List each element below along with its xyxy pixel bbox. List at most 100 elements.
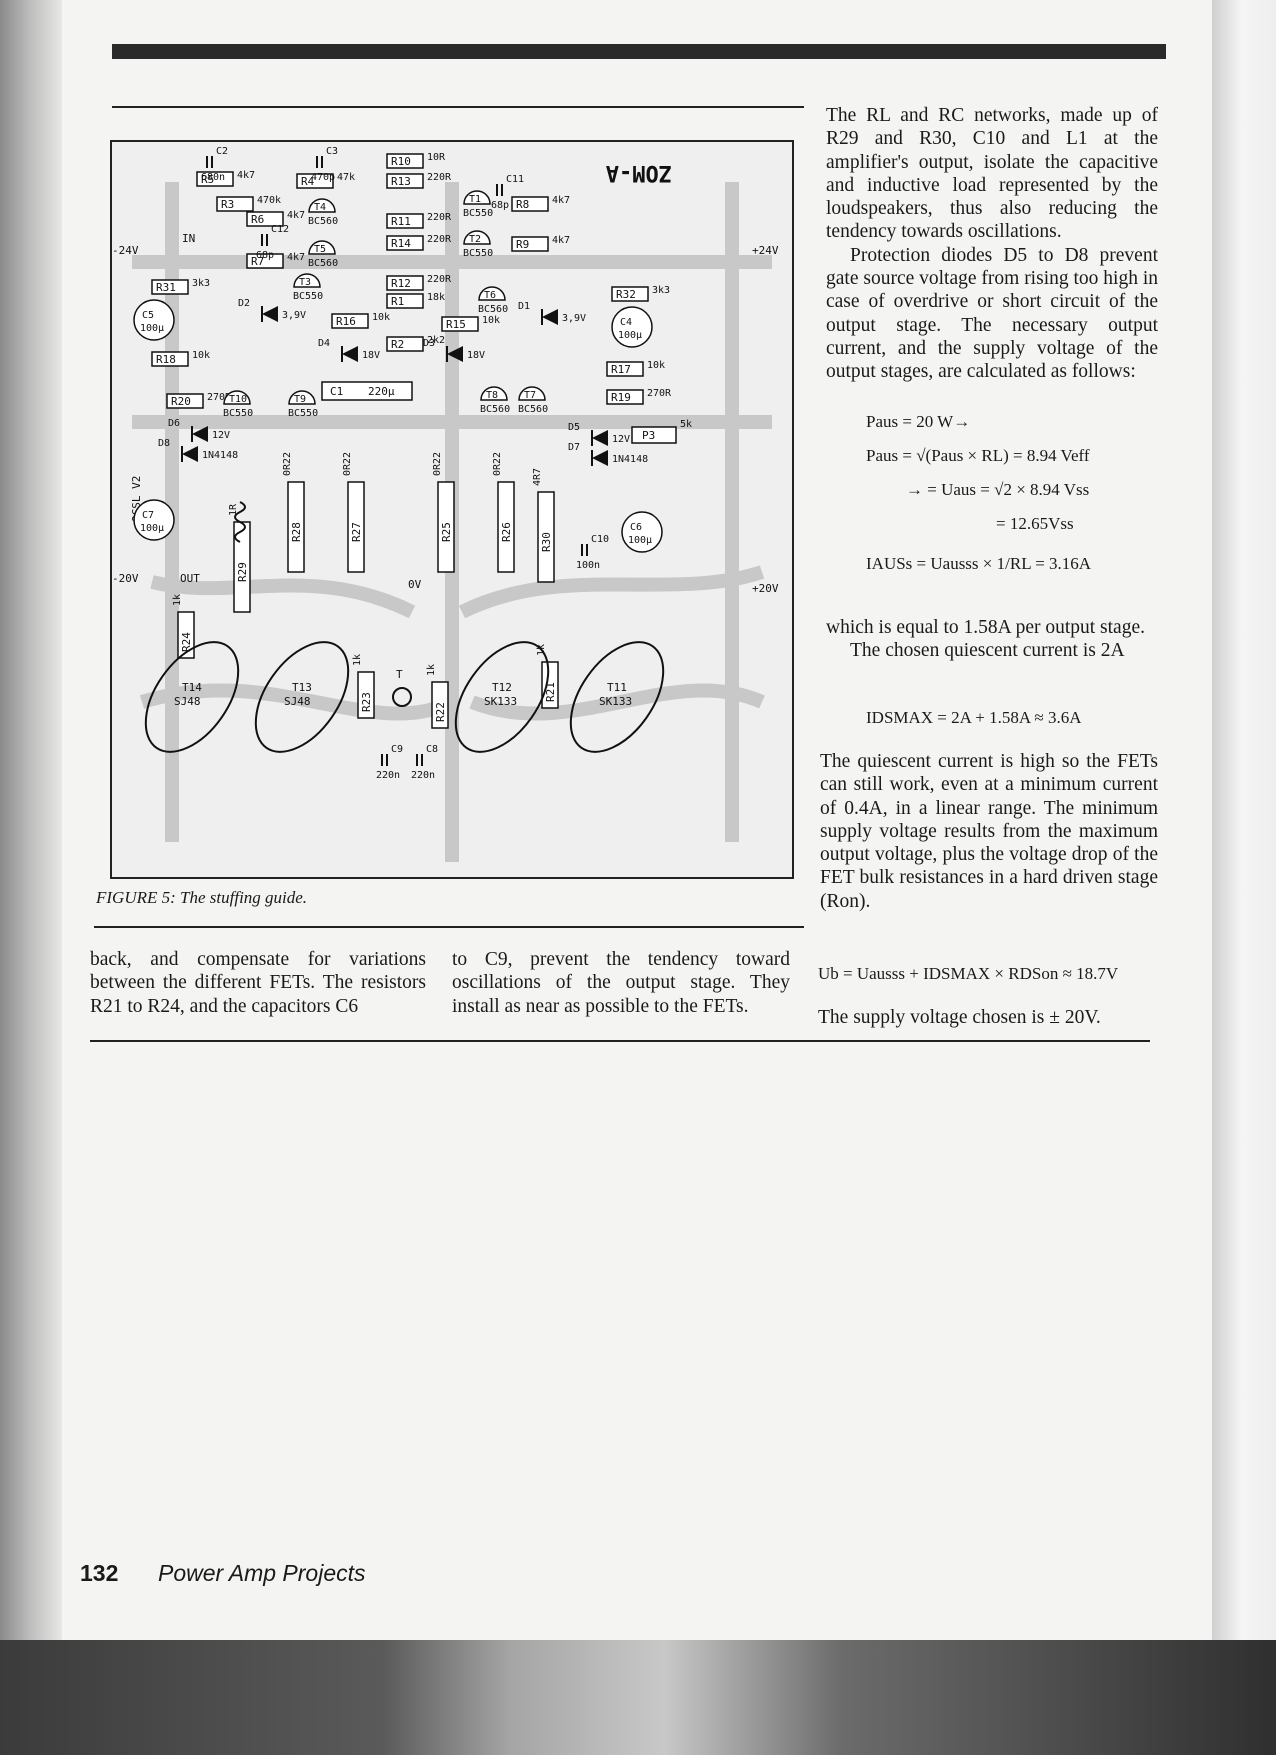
resistor-value: 4k7 [552, 235, 570, 246]
resistor-value: 4k7 [552, 195, 570, 206]
capacitor-id: C2 [216, 146, 228, 157]
transistor-type: BC560 [480, 404, 510, 415]
pcb-drawing: OCSL V2 ZOM-A -24V +24V IN -20V OUT 0V +… [112, 146, 779, 862]
right-column-final: The supply voltage chosen is ± 20V. [818, 1006, 1162, 1029]
transistor-type: BC550 [293, 291, 323, 302]
transistor-type: BC560 [518, 404, 548, 415]
equation-ub: Ub = Uausss + IDSMAX × RDSon ≈ 18.7V [818, 964, 1119, 983]
equation-power: Paus = 20 W→ [866, 412, 971, 431]
diode-id: D4 [318, 338, 330, 349]
capacitor-value: 100µ [140, 523, 164, 534]
rail-neg20-label: -20V [112, 572, 139, 585]
capacitor-id: C12 [271, 224, 289, 235]
resistor-id: R1 [391, 295, 404, 308]
paragraph-supply-voltage: The supply voltage chosen is ± 20V. [818, 1007, 1101, 1028]
figure-bottom-rule [94, 926, 804, 928]
transistor-id: T11 [607, 681, 627, 694]
resistor-value: 4k7 [237, 170, 255, 181]
facing-page-edge [1212, 0, 1276, 1640]
capacitor-value: 470p [311, 172, 335, 183]
bottom-column-1: back, and compensate for variations betw… [90, 948, 426, 1018]
resistor-r5: R5 4k7 [196, 170, 255, 187]
capacitor-value: 680n [201, 172, 225, 183]
book-page: OCSL V2 ZOM-A -24V +24V IN -20V OUT 0V +… [0, 0, 1212, 1640]
diode-d2: D23,9V [238, 298, 306, 322]
right-column-lower: The quiescent current is high so the FET… [820, 750, 1158, 913]
capacitor-value: 220n [411, 770, 435, 781]
capacitor-id: C9 [391, 744, 403, 755]
rail-zero-label: 0V [408, 578, 422, 591]
transistor-type: BC550 [288, 408, 318, 419]
transistor-id: T6 [484, 290, 496, 301]
resistor-value: 220R [427, 212, 452, 223]
resistor-value: 1k [352, 654, 363, 666]
diode-value: 12V [212, 430, 230, 441]
resistor-value: 10R [427, 152, 446, 163]
capacitor-value: 100µ [618, 330, 642, 341]
rail-pos24-label: +24V [752, 244, 779, 257]
resistor-value: 10k [372, 312, 390, 323]
transistor-id: T12 [492, 681, 512, 694]
resistor-id: R15 [446, 318, 466, 331]
paragraph-protection: Protection diodes D5 to D8 prevent gate … [826, 244, 1158, 383]
resistor-id: R13 [391, 175, 411, 188]
capacitor-id: C11 [506, 174, 524, 185]
resistor-value: 220R [427, 234, 452, 245]
resistor-id: R16 [336, 315, 356, 328]
diode-id: D8 [158, 438, 170, 449]
resistor-id: R4 [301, 175, 315, 188]
capacitor-c4: C4 100µ [611, 306, 653, 348]
resistor-id: R7 [251, 255, 264, 268]
resistor-id: R24 [180, 632, 193, 652]
transistor-id: T10 [229, 394, 247, 405]
right-column-middle: which is equal to 1.58A per output stage… [826, 616, 1158, 663]
test-point-label: T [396, 668, 403, 681]
resistor-value: 18k [427, 292, 445, 303]
equation-idsmax: IDSMAX = 2A + 1.58A ≈ 3.6A [866, 708, 1082, 727]
capacitor-value: 100µ [628, 535, 652, 546]
transistor-type: BC560 [478, 304, 508, 315]
resistor-value: 1k [172, 594, 183, 606]
transistor-id: T3 [299, 277, 311, 288]
capacitor-id: C4 [620, 317, 632, 328]
transistor-id: T8 [486, 390, 498, 401]
book-title: Power Amp Projects [158, 1560, 366, 1586]
resistor-value: 1R [228, 503, 239, 516]
resistor-value: 10k [192, 350, 210, 361]
resistor-value: 220R [427, 172, 452, 183]
bottom-column-2: to C9, prevent the tendency toward oscil… [452, 948, 790, 1018]
book-gutter-shadow [0, 0, 62, 1640]
transistor-type: BC550 [463, 248, 493, 259]
capacitor-value: 220n [376, 770, 400, 781]
resistor-id: R8 [516, 198, 529, 211]
diode-value: 1N4148 [202, 450, 238, 461]
resistor-r16: R16 10k [331, 312, 390, 329]
resistor-id: R5 [201, 173, 214, 186]
resistor-id: R32 [616, 288, 636, 301]
trimmer-value: 5k [680, 419, 692, 430]
